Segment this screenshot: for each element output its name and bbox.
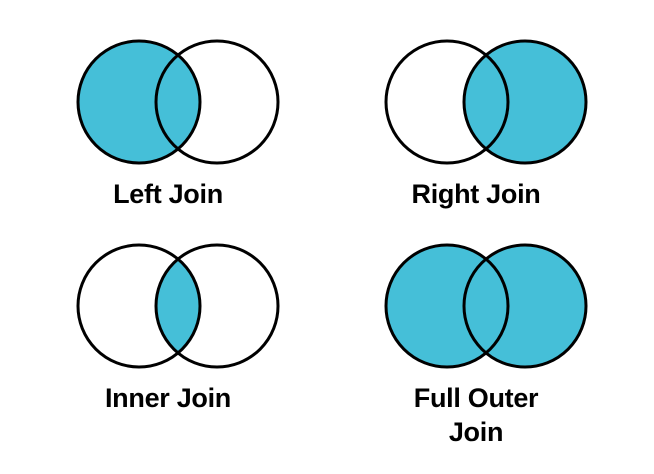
full-outer-join-outline-left <box>384 243 510 369</box>
full-outer-join-circle-right <box>464 245 586 367</box>
right-join-venn-svg <box>384 39 588 165</box>
left-join-outline-left <box>76 39 202 165</box>
inner-join-label: Inner Join <box>104 383 231 413</box>
inner-join-venn-svg <box>76 243 280 369</box>
inner-join-outline-left <box>76 243 202 369</box>
venn-diagram-full-outer-join: Full Outer Join <box>316 234 636 464</box>
venn-diagram-right-join: Right Join <box>316 30 636 260</box>
inner-join-outline-right <box>154 243 280 369</box>
left-join-outline-right <box>154 39 280 165</box>
right-join-overlap-region <box>464 41 508 163</box>
full-outer-join-outline-right <box>462 243 588 369</box>
venn-diagram-left-join: Left Join <box>8 30 328 260</box>
right-join-outline-right <box>462 39 588 165</box>
left-join-venn-svg <box>76 39 280 165</box>
full-outer-join-label: Full Outer Join <box>413 383 539 447</box>
inner-join-overlap-region <box>156 245 200 367</box>
right-join-label: Right Join <box>411 179 541 209</box>
full-outer-join-venn-svg <box>384 243 588 369</box>
venn-diagram-inner-join: Inner Join <box>8 234 328 464</box>
left-join-label: Left Join <box>113 179 223 209</box>
left-join-overlap-region <box>156 41 200 163</box>
right-join-outline-left <box>384 39 510 165</box>
